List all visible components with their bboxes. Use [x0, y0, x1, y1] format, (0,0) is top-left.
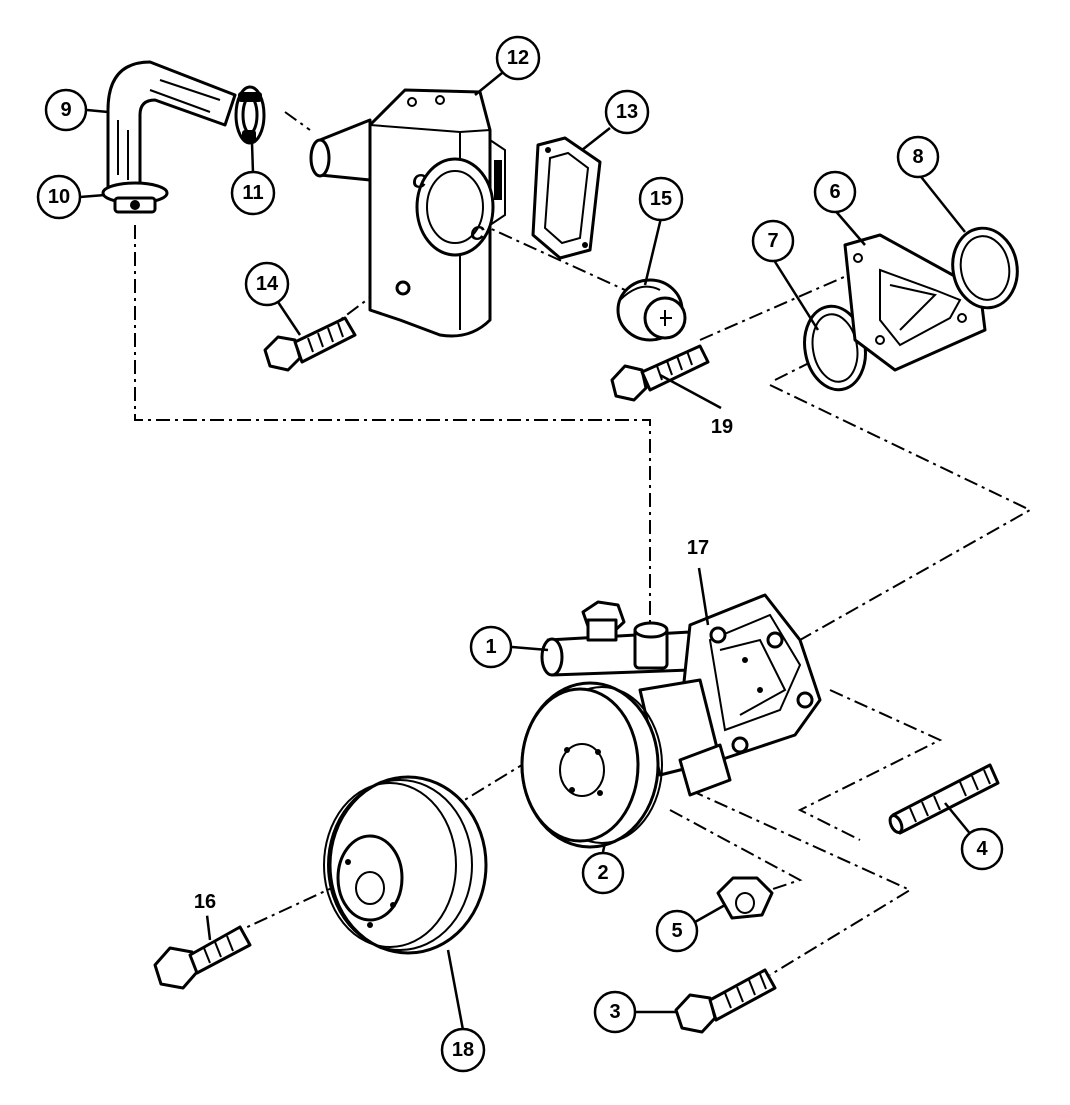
callout-4-label: 4: [976, 838, 988, 860]
callout-7-label: 7: [767, 230, 778, 252]
callout-16-label: 16: [194, 891, 216, 913]
callout-8: 8: [896, 135, 940, 179]
callout-15-label: 15: [650, 188, 672, 210]
callout-12-label: 12: [507, 47, 529, 69]
bolt-pump: [610, 344, 710, 402]
thermostat-housing: C C: [309, 88, 506, 338]
callout-4: 4: [960, 827, 1004, 871]
callout-10: 10: [36, 174, 82, 220]
callout-7: 7: [751, 219, 795, 263]
callout-8-label: 8: [912, 146, 923, 168]
callout-14: 14: [244, 261, 290, 307]
callout-6: 6: [813, 170, 857, 214]
hose: [106, 60, 237, 192]
callout-18: 18: [440, 1027, 486, 1073]
callout-17-label: 17: [687, 537, 709, 559]
o-ring-small: [803, 304, 867, 392]
callout-9-label: 9: [60, 99, 71, 121]
callout-2: 2: [581, 851, 625, 895]
callout-3-label: 3: [609, 1001, 620, 1023]
hose-clamp-upper: [234, 85, 266, 145]
callout-12: 12: [495, 35, 541, 81]
bolt-housing: [263, 316, 357, 372]
callout-13-label: 13: [616, 101, 638, 123]
callout-19: 19: [708, 413, 736, 441]
stud: [888, 763, 1000, 835]
callout-6-label: 6: [829, 181, 840, 203]
callout-17: 17: [684, 534, 712, 562]
water-pump: [520, 593, 822, 849]
gasket: [531, 136, 602, 260]
callout-11-label: 11: [242, 182, 263, 204]
callout-9: 9: [44, 88, 88, 132]
callout-10-label: 10: [48, 186, 70, 208]
callout-3: 3: [593, 990, 637, 1034]
callout-5: 5: [655, 909, 699, 953]
callout-5-label: 5: [671, 920, 682, 942]
callout-14-label: 14: [256, 273, 279, 295]
callout-18-label: 18: [452, 1039, 474, 1061]
callout-16: 16: [191, 888, 219, 916]
bolt-pulley: [153, 925, 252, 990]
callout-1-label: 1: [485, 636, 496, 658]
housing-mark-left: C: [412, 171, 427, 193]
pulley: [323, 775, 488, 955]
callout-19-label: 19: [711, 416, 733, 438]
adapter-plate: [843, 233, 987, 372]
callout-1: 1: [469, 625, 513, 669]
bolt-lower: [674, 968, 777, 1034]
nut: [716, 876, 774, 920]
housing-mark-right: C: [470, 223, 485, 245]
callout-15: 15: [638, 176, 684, 222]
leader-lines: [79, 72, 973, 1031]
callout-2-label: 2: [597, 862, 608, 884]
o-ring-large: [951, 226, 1019, 310]
callout-11: 11: [230, 170, 276, 216]
callout-13: 13: [604, 89, 650, 135]
hose-clamp-lower: [101, 181, 169, 214]
thermostat: [616, 278, 687, 342]
